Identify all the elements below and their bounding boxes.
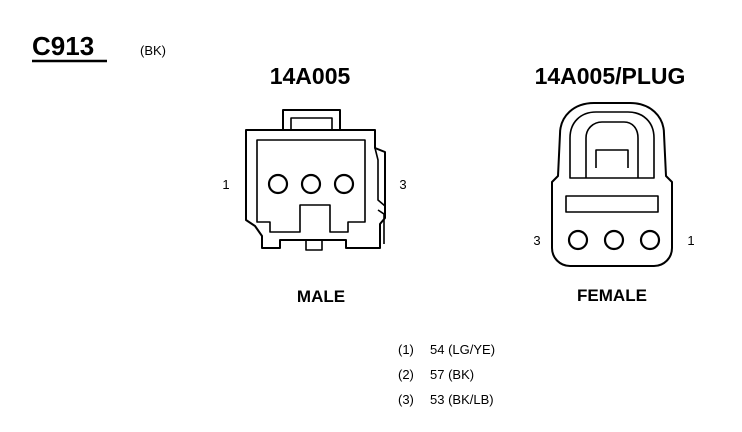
male-pin-2 [300,173,322,195]
pinout-circuit: 53 (BK/LB) [430,392,494,407]
female-pin-2 [603,229,625,251]
pinout-circuit: 54 (LG/YE) [430,342,495,357]
pinout-list: (1) 54 (LG/YE) (2) 57 (BK) (3) 53 (BK/LB… [398,342,495,407]
female-connector-body [551,102,673,267]
male-left-pin-label: 1 [222,177,229,192]
female-left-pin-label: 3 [533,233,540,248]
pinout-pin: (3) [398,392,414,407]
female-pin-1 [639,229,661,251]
connector-id: C913 [32,31,94,61]
female-gender-label: FEMALE [577,286,647,305]
male-part-number: 14A005 [270,63,351,89]
female-connector: 14A005/PLUG 3 1 FEMALE [533,63,694,305]
male-connector-body [245,109,386,251]
female-part-number: 14A005/PLUG [535,63,686,89]
female-pin-3 [567,229,589,251]
male-pin-1 [267,173,289,195]
male-connector: 14A005 1 3 MALE [222,63,406,306]
female-right-pin-label: 1 [687,233,694,248]
pinout-row: (3) 53 (BK/LB) [398,392,494,407]
pinout-pin: (2) [398,367,414,382]
male-pin-3 [333,173,355,195]
pinout-row: (1) 54 (LG/YE) [398,342,495,357]
connector-color-code: (BK) [140,43,166,58]
male-right-pin-label: 3 [399,177,406,192]
pinout-row: (2) 57 (BK) [398,367,474,382]
male-gender-label: MALE [297,287,345,306]
pinout-pin: (1) [398,342,414,357]
pinout-circuit: 57 (BK) [430,367,474,382]
